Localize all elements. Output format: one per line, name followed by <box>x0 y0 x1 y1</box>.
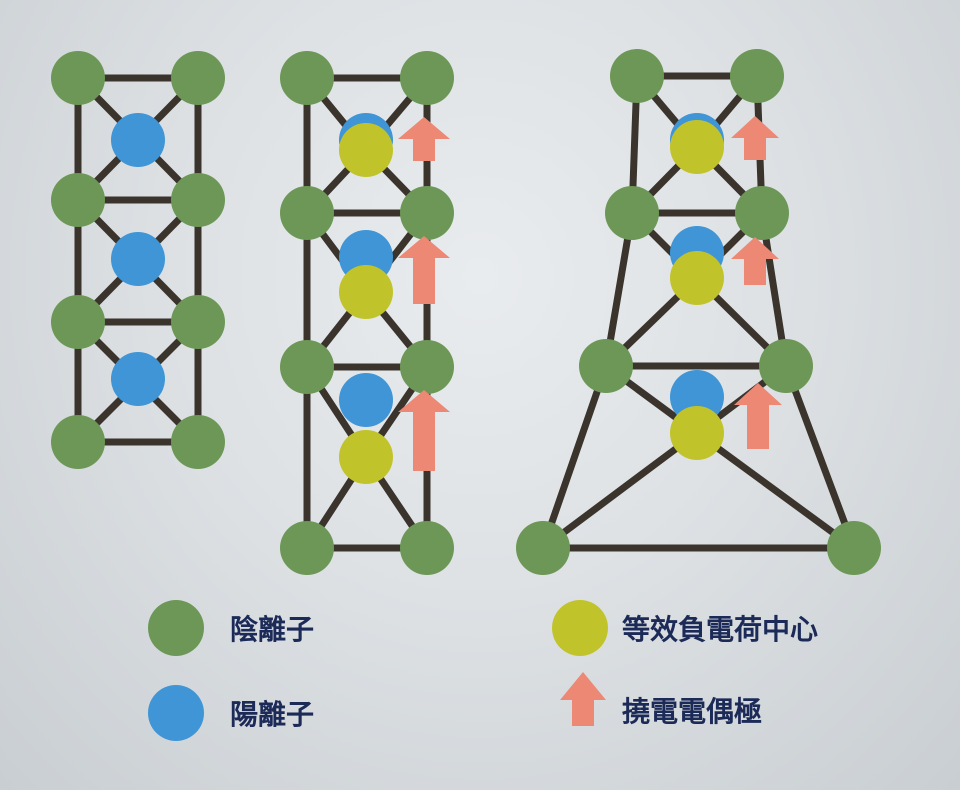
anion <box>171 415 225 469</box>
legend-cation-label: 陽離子 <box>230 698 314 731</box>
flexoelectric-lattice-dipoles <box>731 116 782 449</box>
cation <box>111 113 165 167</box>
undeformed-lattice-ions <box>51 51 225 469</box>
negative-charge-center <box>339 265 393 319</box>
ions-layer <box>51 49 881 575</box>
legend-negative-center-label: 等效負電荷中心 <box>622 613 818 646</box>
legend-cation-swatch <box>148 685 204 741</box>
anion <box>51 415 105 469</box>
legend: 陰離子 陽離子 等效負電荷中心 撓電電偶極 <box>148 600 818 741</box>
flexoelectric-dipole-arrow-icon <box>731 116 779 160</box>
legend-negative-center-swatch <box>552 600 608 656</box>
negative-charge-center <box>670 120 724 174</box>
dipole-arrows-layer <box>398 116 782 471</box>
anion <box>827 521 881 575</box>
anion <box>280 521 334 575</box>
negative-charge-center <box>670 406 724 460</box>
anion <box>400 521 454 575</box>
anion <box>400 340 454 394</box>
legend-dipole-label: 撓電電偶極 <box>622 695 762 728</box>
anion <box>171 51 225 105</box>
cation <box>339 373 393 427</box>
bond <box>693 429 858 552</box>
flexoelectric-dipole-arrow-icon <box>731 237 779 285</box>
legend-anion-label: 陰離子 <box>230 613 314 646</box>
strained-lattice-dipoles <box>398 117 450 471</box>
negative-charge-center <box>339 430 393 484</box>
anion <box>605 186 659 240</box>
anion <box>280 340 334 394</box>
anion <box>400 51 454 105</box>
anion <box>51 295 105 349</box>
bond <box>539 362 610 552</box>
flexoelectric-lattice-ions <box>516 49 881 575</box>
anion <box>735 186 789 240</box>
negative-charge-center <box>670 251 724 305</box>
legend-anion-swatch <box>148 600 204 656</box>
anion <box>610 49 664 103</box>
anion <box>280 186 334 240</box>
anion <box>759 339 813 393</box>
anion <box>516 521 570 575</box>
bond <box>782 362 858 552</box>
legend-dipole-arrow-icon <box>560 672 606 726</box>
cation <box>111 352 165 406</box>
cation <box>111 232 165 286</box>
strained-lattice-ions <box>280 51 454 575</box>
bond <box>539 429 701 552</box>
flexoelectric-dipole-arrow-icon <box>398 236 450 304</box>
anion <box>171 173 225 227</box>
flexoelectric-dipole-arrow-icon <box>734 383 782 449</box>
anion <box>579 339 633 393</box>
anion <box>280 51 334 105</box>
anion <box>171 295 225 349</box>
anion <box>730 49 784 103</box>
anion <box>51 51 105 105</box>
flexoelectric-dipole-arrow-icon <box>398 117 450 161</box>
negative-charge-center <box>339 123 393 177</box>
anion <box>51 173 105 227</box>
flexoelectric-dipole-arrow-icon <box>398 390 450 471</box>
anion <box>400 186 454 240</box>
